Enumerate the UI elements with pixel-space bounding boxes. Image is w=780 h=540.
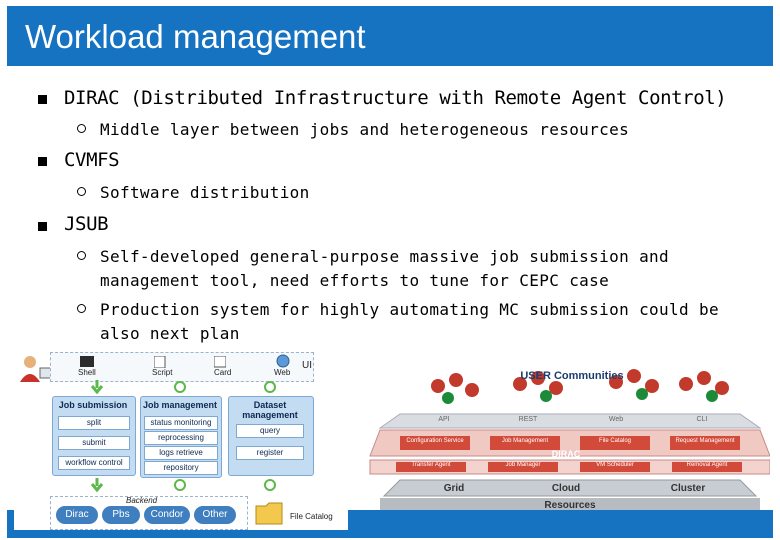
backend-other: Other — [194, 506, 236, 524]
sub-bullet-circle-icon — [77, 251, 86, 260]
title-bar: Workload management — [7, 6, 773, 66]
transfer-agent-label: Transfer Agent — [411, 462, 451, 468]
repository-box: repository — [144, 461, 218, 475]
file-catalog-icon — [255, 502, 283, 525]
bullet-square-icon — [38, 95, 47, 104]
cycle-arrow-icon — [174, 381, 186, 393]
sub-bullet-circle-icon — [77, 124, 86, 133]
sub-bullet-dirac: Middle layer between jobs and heterogene… — [100, 120, 630, 139]
query-box: query — [236, 424, 304, 438]
file-catalog-label: File Catalog — [290, 512, 333, 521]
resources-label: Resources — [544, 500, 596, 511]
ui-item-shell: Shell — [78, 368, 96, 377]
shell-icon — [80, 356, 94, 367]
sub-bullet-jsub-2a: Production system for highly automating … — [100, 300, 719, 319]
ui-label: UI — [302, 360, 312, 371]
api-label: API — [438, 416, 450, 423]
request-management-label: Request Management — [675, 438, 735, 444]
rest-label: REST — [518, 416, 538, 423]
backend-pbs: Pbs — [102, 506, 140, 524]
cli-label: CLI — [696, 416, 708, 423]
globe-icon — [276, 354, 290, 368]
cloud-label: Cloud — [551, 483, 581, 494]
sub-bullet-jsub-1a: Self-developed general-purpose massive j… — [100, 247, 670, 266]
backend-dirac: Dirac — [56, 506, 98, 524]
backend-panel — [50, 496, 248, 530]
cycle-arrow-icon — [264, 381, 276, 393]
removal-agent-label: Removal Agent — [686, 462, 728, 468]
backend-label: Backend — [126, 496, 158, 505]
page-title: Workload management — [25, 18, 366, 55]
down-arrow-icon — [90, 380, 104, 394]
logs-retrieve-box: logs retrieve — [144, 446, 218, 460]
configuration-service-label: Configuration Service — [406, 438, 464, 444]
down-arrow-icon — [90, 478, 104, 492]
job-management-service-label: Job Management — [501, 438, 549, 444]
sub-bullet-jsub-1b: management tool, need efforts to tune fo… — [100, 271, 610, 290]
backend-condor: Condor — [144, 506, 190, 524]
ui-item-web: Web — [274, 368, 291, 377]
register-box: register — [236, 446, 304, 460]
status-monitoring-box: status monitoring — [144, 416, 218, 430]
job-manager-label: Job Manager — [505, 462, 541, 468]
grid-label: Grid — [443, 483, 465, 494]
split-box: split — [58, 416, 130, 430]
user-at-computer-icon — [20, 356, 55, 382]
user-communities-label: USER Communities — [520, 370, 624, 382]
dirac-logo: DIRAC — [551, 449, 581, 459]
bullet-jsub: JSUB — [64, 213, 109, 235]
ui-item-card: Card — [214, 368, 232, 377]
script-icon — [154, 356, 166, 368]
jsub-architecture-diagram: Shell Script Card Web UI Job submission … — [14, 348, 348, 530]
card-icon — [214, 356, 226, 368]
job-management-title: Job management — [142, 400, 218, 410]
ui-item-script: Script — [152, 368, 173, 377]
reprocessing-box: reprocessing — [144, 431, 218, 445]
dataset-management-title: Dataset management — [242, 400, 298, 420]
job-submission-title: Job submission — [58, 400, 128, 410]
workflow-control-box: workflow control — [58, 456, 130, 470]
bullet-dirac: DIRAC (Distributed Infrastructure with R… — [64, 87, 727, 109]
sub-bullet-circle-icon — [77, 187, 86, 196]
dirac-architecture-diagram: USER Communities API REST Web CLI Config… — [360, 356, 770, 514]
cycle-arrow-icon — [174, 479, 186, 491]
dirac-layers-graphic — [369, 369, 770, 510]
sub-bullet-circle-icon — [77, 304, 86, 313]
sub-bullet-jsub-2b: also next plan — [100, 324, 240, 343]
cluster-label: Cluster — [670, 483, 706, 494]
bullet-square-icon — [38, 222, 47, 231]
bullet-square-icon — [38, 157, 47, 166]
sub-bullet-cvmfs: Software distribution — [100, 183, 310, 202]
file-catalog-service-label: File Catalog — [598, 438, 631, 444]
vm-scheduler-label: VM Scheduler — [596, 462, 634, 468]
submit-box: submit — [58, 436, 130, 450]
bullet-cvmfs: CVMFS — [64, 149, 120, 171]
cycle-arrow-icon — [264, 479, 276, 491]
web-label: Web — [608, 416, 624, 423]
